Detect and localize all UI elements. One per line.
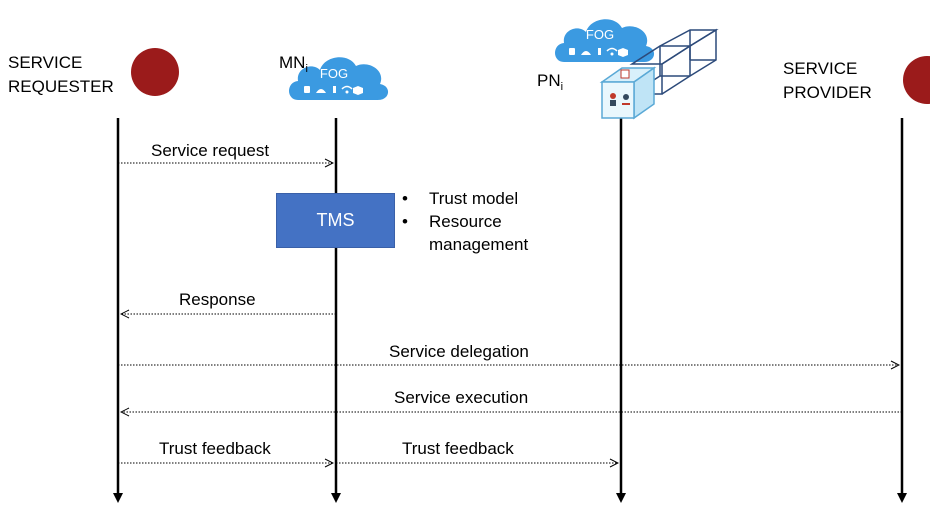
requester-label-line1: SERVICE — [8, 53, 83, 72]
pn-label-sub: i — [560, 81, 564, 93]
provider-circle — [903, 56, 930, 104]
message-label-trust-feedback-1: Trust feedback — [159, 439, 271, 458]
mn-label: MNi — [279, 51, 308, 81]
fog-label: FOG — [320, 66, 348, 81]
fog-label-pn: FOG — [586, 27, 614, 42]
provider-label: SERVICE PROVIDER — [783, 57, 872, 105]
provider-label-line2: PROVIDER — [783, 83, 872, 102]
message-label-service-request: Service request — [151, 141, 270, 160]
bullet-item-resource-management: • Resource — [402, 210, 528, 233]
requester-label-line2: REQUESTER — [8, 77, 114, 96]
bullet-dot: • — [402, 189, 408, 208]
provider-label-line1: SERVICE — [783, 59, 858, 78]
message-arrows — [118, 163, 902, 463]
bullet-item-continuation: management — [402, 233, 528, 256]
bullet-item-trust-model: • Trust model — [402, 187, 528, 210]
requester-circle — [131, 48, 179, 96]
message-label-service-delegation: Service delegation — [389, 342, 529, 361]
tms-box: TMS — [276, 193, 395, 248]
bullet-text: management — [429, 235, 529, 254]
bullet-dot: • — [402, 212, 408, 231]
bullet-text: Trust model — [429, 189, 519, 208]
mn-label-base: MN — [279, 53, 306, 72]
fog-cloud-icon: FOG — [289, 57, 389, 100]
tms-label: TMS — [316, 210, 355, 230]
pn-label: PNi — [537, 69, 563, 99]
message-label-trust-feedback-2: Trust feedback — [402, 439, 514, 458]
bullet-text: Resource — [429, 212, 502, 231]
pn-label-base: PN — [537, 71, 561, 90]
message-label-response: Response — [179, 290, 256, 309]
front-cube-icon — [599, 66, 657, 120]
tms-bullets: • Trust model • Resource management — [402, 187, 528, 256]
fog-cloud-icon-pn: FOG — [555, 19, 655, 62]
message-label-service-execution: Service execution — [394, 388, 529, 407]
mn-label-sub: i — [305, 63, 308, 75]
requester-label: SERVICE REQUESTER — [8, 51, 114, 99]
